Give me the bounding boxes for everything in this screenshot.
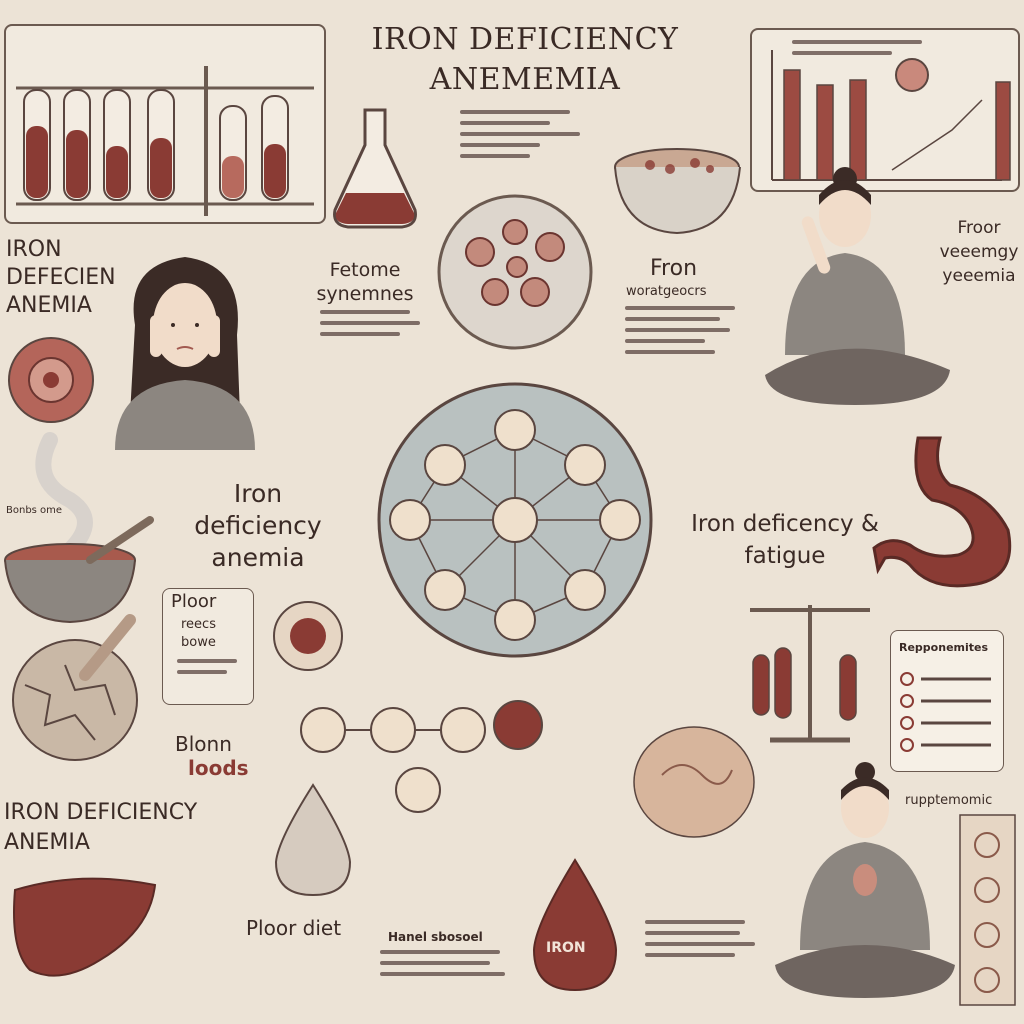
water-drop-icon	[274, 783, 352, 897]
hand-label: Hanel sbosoel	[388, 930, 483, 944]
fetome-notes	[320, 310, 420, 343]
fron-sub-label: woratgeocrs	[626, 284, 707, 299]
loods-label: loods	[188, 756, 249, 780]
bar-chart-panel	[750, 28, 1020, 192]
cracked-egg-icon	[12, 614, 138, 761]
cell-chain-icon	[300, 700, 543, 813]
meditating-woman-icon	[765, 167, 950, 405]
tissue-cell-icon	[633, 726, 755, 838]
bowl-icon	[614, 148, 741, 235]
center-left-label: Iron deficiency anemia	[194, 479, 322, 572]
cell-icon	[273, 601, 343, 671]
checklist-icon	[900, 672, 991, 752]
bottom-right-notes	[645, 920, 755, 964]
hand-notes	[380, 950, 505, 983]
fron-label: Fron	[650, 256, 698, 281]
supp-label: rupptemomic	[905, 793, 993, 808]
blonn-label: Blonn	[175, 732, 232, 756]
drop-label: IRON	[546, 940, 586, 956]
blood-cells-dish-icon	[437, 194, 593, 350]
woman-headache-icon	[115, 257, 255, 450]
ploor-diet-label: Ploor diet	[246, 916, 342, 940]
page-title: IRON DEFICIENCY ANEMEMIA	[371, 22, 679, 97]
froor-label: Froor veeemgy yeeemia	[939, 218, 1019, 286]
test-tubes-panel	[4, 24, 326, 224]
center-right-label: Iron deficency & fatigue	[691, 511, 879, 569]
stomach-icon	[872, 436, 1012, 588]
ploor-box: Ploor reecs bowe	[162, 588, 254, 705]
decor-column-icon	[959, 814, 1016, 1006]
ploor-box-title: Ploor	[171, 591, 217, 612]
title-notes	[460, 110, 580, 165]
center-diagram	[377, 382, 653, 658]
bowl-label: Bonbs ome	[6, 505, 63, 516]
meditating-woman-bottom-icon	[775, 762, 955, 998]
flask-icon	[333, 108, 417, 229]
test-tubes-icon	[16, 66, 314, 216]
iron-defecien-label: IRON DEFECIEN ANEMIA	[6, 237, 116, 318]
fron-notes	[625, 306, 735, 361]
liver-icon	[13, 877, 157, 977]
fetome-label: Fetome synemnes	[316, 259, 414, 305]
blood-cell-icon	[8, 337, 94, 423]
soup-bowl-icon	[4, 432, 154, 624]
checklist-panel: Repponemites	[890, 630, 1004, 772]
ploor-box-sub2: bowe	[181, 635, 216, 650]
ploor-box-sub1: reecs	[181, 617, 216, 632]
bottom-left-label: IRON DEFICIENCY ANEMIA	[4, 800, 198, 855]
bar-chart-icon	[771, 50, 1011, 181]
scale-icon	[750, 605, 870, 743]
blood-drop-icon	[532, 858, 618, 992]
checklist-title: Repponemites	[899, 641, 989, 654]
